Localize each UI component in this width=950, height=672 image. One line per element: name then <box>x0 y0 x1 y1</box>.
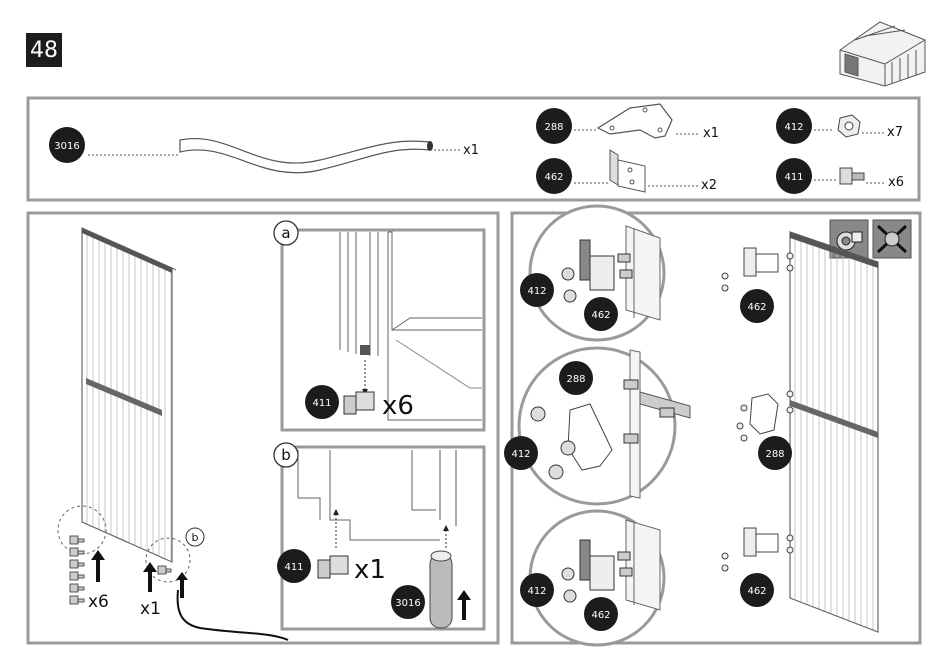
rod-3016-drawing <box>180 139 430 173</box>
detail-b-seal-id: 3016 <box>395 598 420 609</box>
zoom-circle-bottom: 412 462 <box>520 511 664 645</box>
part-411-qty: x6 <box>888 175 904 190</box>
detail-b-part-id: 411 <box>284 562 303 573</box>
callout-b-label: b <box>192 531 199 544</box>
part-462-id: 462 <box>544 172 563 183</box>
zoom-circle-middle: 288 412 <box>504 348 690 504</box>
right-bottom-assembly <box>722 528 793 571</box>
part-412-nut: 412 x7 <box>776 108 903 144</box>
single-bolt-icon <box>158 566 171 574</box>
part-3016-qty: x1 <box>463 143 479 158</box>
part-411-bolt: 411 x6 <box>776 158 904 194</box>
detail-a-part-id: 411 <box>312 398 331 409</box>
right-mid-assembly <box>737 391 793 441</box>
zoom-mid-nut-badge: 412 <box>511 449 530 460</box>
detail-b-label: b <box>281 446 291 464</box>
part-288-qty: x1 <box>703 126 719 141</box>
detail-a-label: a <box>281 224 290 242</box>
part-411-id: 411 <box>784 172 803 183</box>
seal-strip-drawing <box>178 590 288 640</box>
right-top-side-badge: 462 <box>747 302 766 313</box>
part-462-qty: x2 <box>701 178 717 193</box>
up-arrow-icon <box>91 550 105 582</box>
bolts-qty-label: x6 <box>88 592 109 612</box>
up-arrow-icon-2 <box>143 562 157 592</box>
right-bottom-side-badge: 462 <box>747 586 766 597</box>
detail-a-box: a 411 x6 <box>274 221 484 430</box>
zoom-top-bracket-badge: 462 <box>591 310 610 321</box>
part-288-id: 288 <box>544 122 563 133</box>
zoom-mid-plate-badge: 288 <box>566 374 585 385</box>
part-462-bracket: 462 x2 <box>536 150 717 194</box>
part-412-id: 412 <box>784 122 803 133</box>
bolt-stack-icon <box>70 536 84 604</box>
detail-a-qty: x6 <box>382 391 414 421</box>
callout-b-marker: b <box>186 528 204 546</box>
part-288-plate: 288 x1 <box>536 104 719 144</box>
seal-qty-label: x1 <box>140 599 161 619</box>
detail-b-box: b 411 x1 3016 <box>274 443 484 629</box>
part-3016-id: 3016 <box>54 141 79 152</box>
part-412-qty: x7 <box>887 125 903 140</box>
zoom-circle-top: 412 462 <box>520 206 664 340</box>
shed-thumbnail-icon <box>840 22 925 86</box>
part-3016-rod: 3016 x1 <box>49 127 479 173</box>
right-top-assembly <box>722 248 793 291</box>
right-wall-panel <box>790 232 878 632</box>
right-mid-side-badge: 288 <box>765 449 784 460</box>
wall-panel-drawing <box>82 228 176 562</box>
zoom-bottom-bracket-badge: 462 <box>591 610 610 621</box>
zoom-top-nut-badge: 412 <box>527 286 546 297</box>
zoom-bottom-nut-badge: 412 <box>527 586 546 597</box>
detail-b-qty: x1 <box>354 555 386 585</box>
